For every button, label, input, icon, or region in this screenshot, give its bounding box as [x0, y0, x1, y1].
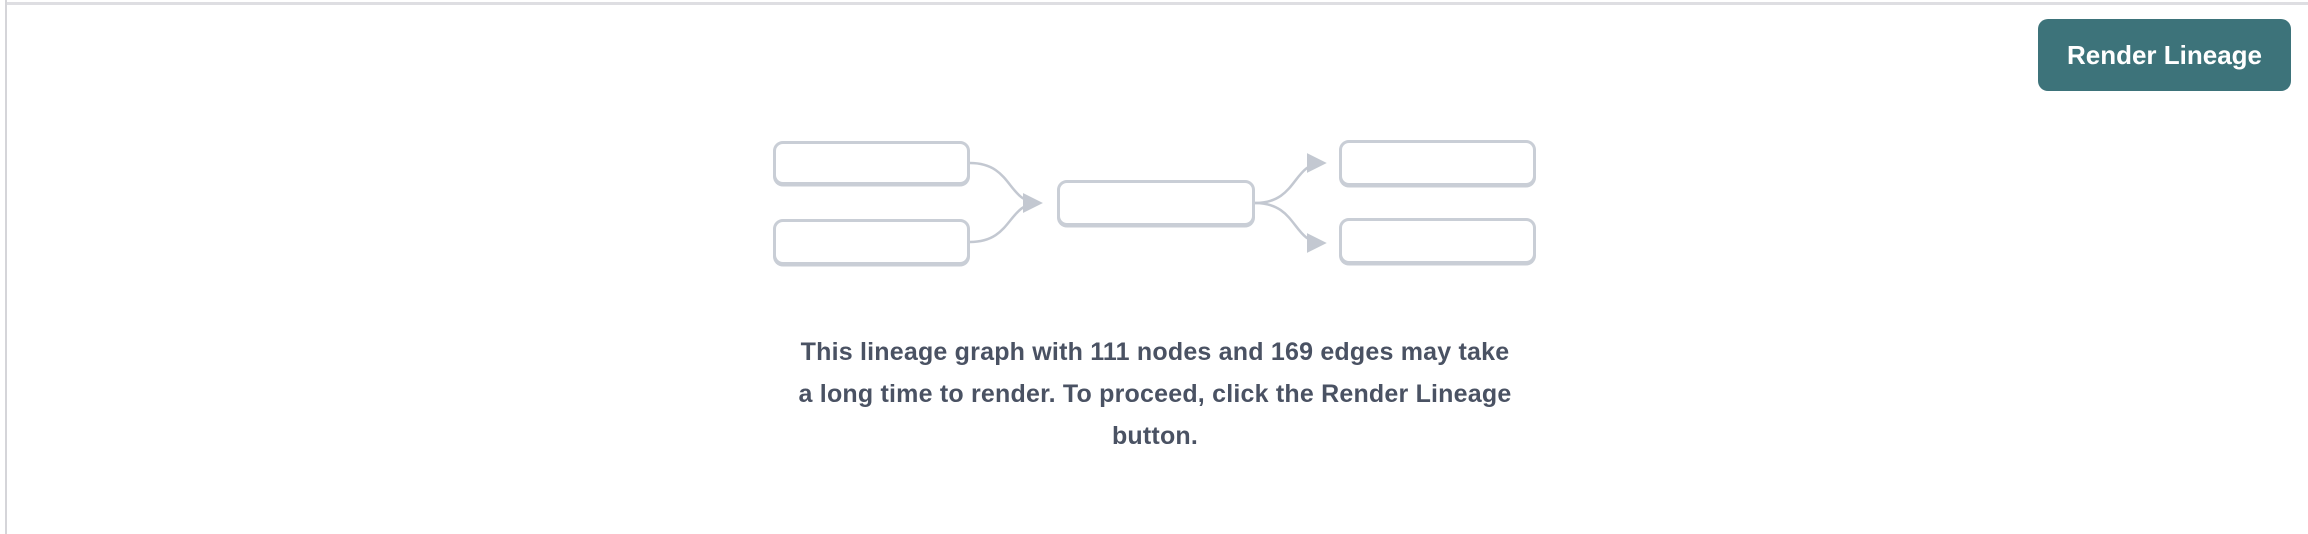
message-line: This lineage graph with 111 nodes and 16… [800, 338, 1510, 366]
placeholder-node-upstream-1 [773, 141, 970, 185]
placeholder-node-center [1057, 180, 1255, 226]
lineage-edge [969, 193, 1043, 244]
lineage-edge [1254, 153, 1327, 205]
placeholder-node-downstream-2 [1339, 218, 1536, 264]
message-line: button. [1111, 422, 1199, 450]
message-line: a long time to render. To proceed, click… [798, 380, 1512, 408]
lineage-placeholder-diagram [773, 140, 1536, 267]
lineage-edges-svg [969, 153, 1327, 253]
render-warning-message: This lineage graph with 111 nodes and 16… [655, 331, 1655, 457]
placeholder-node-upstream-2 [773, 219, 970, 265]
panel-left-border [5, 0, 7, 534]
lineage-edge [1254, 201, 1327, 253]
render-lineage-button[interactable]: Render Lineage [2038, 19, 2291, 91]
placeholder-node-downstream-1 [1339, 140, 1536, 186]
lineage-edge [969, 161, 1043, 213]
panel-top-border [7, 2, 2308, 5]
